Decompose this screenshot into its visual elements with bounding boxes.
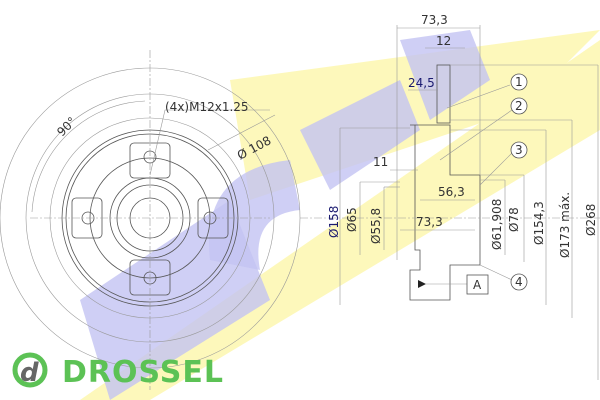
callouts: 1 2 3 4 A bbox=[466, 73, 528, 295]
dim-d154: Ø154,3 bbox=[532, 201, 546, 245]
dim-d65: Ø65 bbox=[345, 207, 359, 232]
dim-width-inner: 73,3 bbox=[416, 215, 443, 229]
callout-1: 1 bbox=[515, 75, 523, 89]
dim-offset: 24,5 bbox=[408, 76, 435, 90]
dim-width-top: 73,3 bbox=[421, 13, 448, 27]
dim-inner-depth: 56,3 bbox=[438, 185, 465, 199]
drossel-mark: d bbox=[20, 358, 39, 388]
callout-2: 2 bbox=[515, 99, 523, 113]
dim-step: 11 bbox=[373, 155, 388, 169]
dim-d158: Ø158 bbox=[327, 206, 341, 238]
datum-a: A bbox=[473, 278, 482, 292]
dim-d61: Ø61,908 bbox=[490, 199, 504, 250]
dim-d78: Ø78 bbox=[507, 207, 521, 232]
thread-label: (4x)M12x1.25 bbox=[165, 100, 249, 114]
callout-4: 4 bbox=[515, 275, 523, 289]
dim-d268: Ø268 bbox=[584, 204, 598, 236]
drossel-logo: d DROSSEL bbox=[12, 352, 224, 390]
callout-3: 3 bbox=[515, 143, 523, 157]
side-view bbox=[300, 25, 600, 380]
front-view bbox=[0, 50, 301, 390]
dim-thickness: 12 bbox=[436, 34, 451, 48]
angle-label: 90° bbox=[54, 114, 79, 139]
drossel-wordmark: DROSSEL bbox=[62, 355, 224, 390]
dim-d173: Ø173 máx. bbox=[558, 192, 572, 258]
dim-d55: Ø55,8 bbox=[369, 208, 383, 244]
